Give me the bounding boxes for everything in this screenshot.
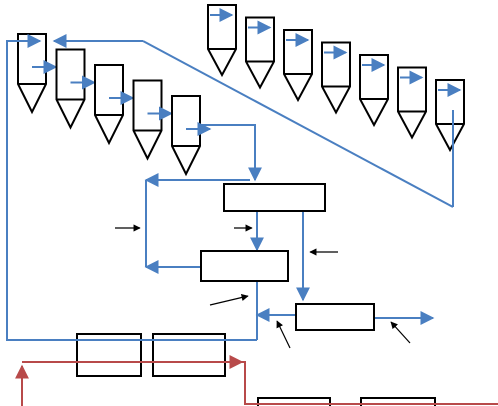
red-drop-line	[242, 361, 498, 405]
lower-cyclone-4	[132, 79, 163, 161]
upper-cyclone-3	[283, 29, 313, 103]
lower-cyclone-2	[55, 48, 86, 130]
feed-arrow-5	[276, 320, 291, 349]
bottom-box-left	[257, 397, 331, 406]
upper-cyclone-bank	[207, 4, 465, 153]
lower-cyclone-1	[17, 33, 47, 115]
secondary-flow-lines	[15, 355, 498, 406]
upper-cyclone-1	[207, 4, 237, 78]
lower-bank-outlet-line	[200, 124, 262, 182]
diagonal-return-line	[142, 40, 454, 208]
upper-cyclone-2	[245, 16, 275, 90]
thickener-box	[295, 303, 375, 331]
lower-cyclone-5	[171, 95, 201, 177]
upper-cyclone-7	[435, 79, 465, 153]
lower-cyclone-3	[94, 64, 124, 146]
feed-arrow-4	[209, 293, 249, 306]
bottom-box-right	[360, 397, 436, 406]
upper-cyclone-6	[397, 66, 427, 140]
upper-cyclone-4	[321, 41, 351, 115]
clarifier-box	[200, 250, 289, 282]
lower-cyclone-bank	[17, 33, 212, 177]
annotation-arrows	[115, 224, 411, 349]
feed-arrow-6	[390, 321, 411, 344]
upper-cyclone-5	[359, 54, 389, 128]
separator-box	[223, 183, 326, 212]
